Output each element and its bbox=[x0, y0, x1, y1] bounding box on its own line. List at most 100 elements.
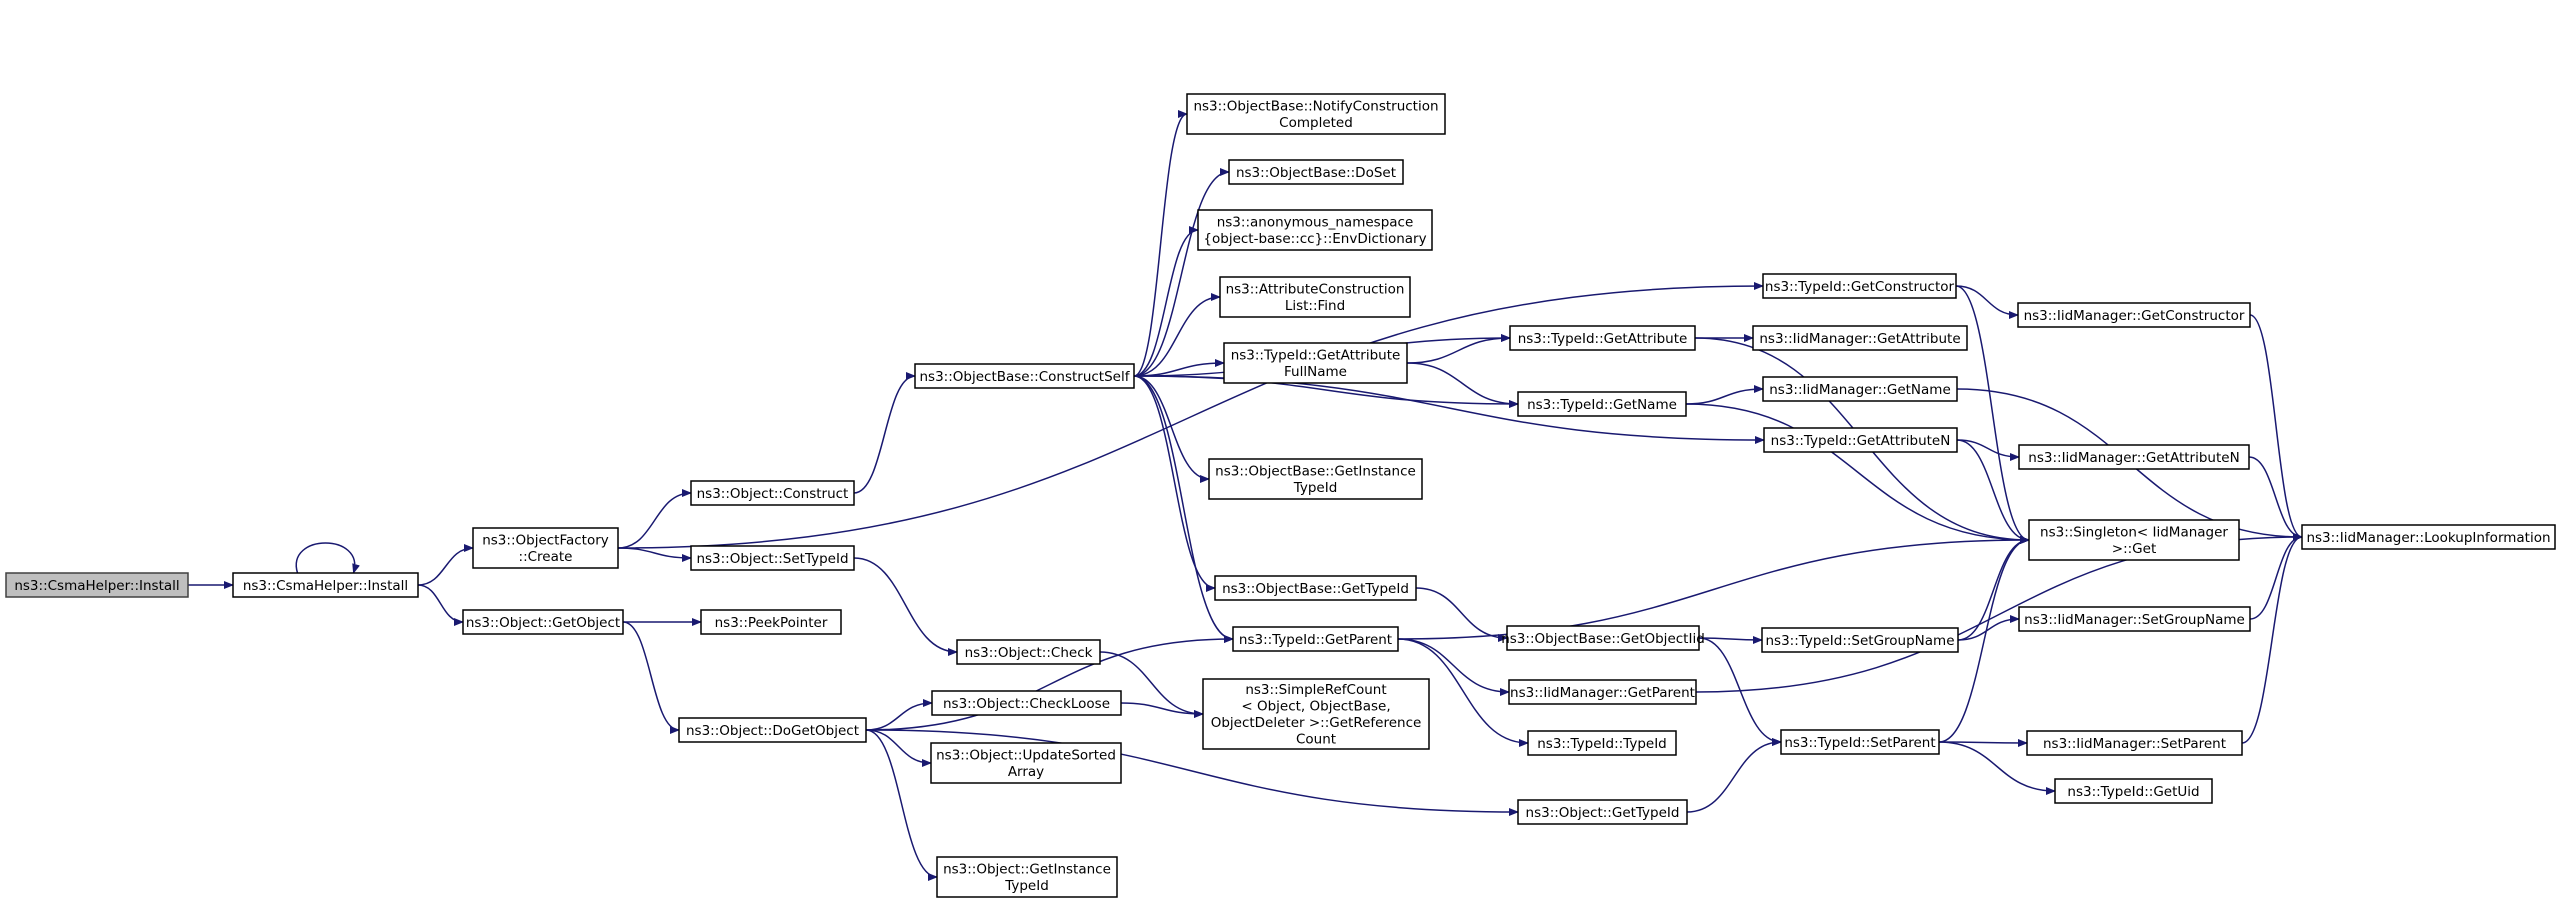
edge-obj_gettypeid-to-tid_setparent bbox=[1686, 738, 1782, 813]
node-tid-getname[interactable]: ns3::TypeId::GetName bbox=[1517, 391, 1687, 417]
node-box bbox=[1186, 93, 1446, 135]
node-tid-typeid[interactable]: ns3::TypeId::TypeId bbox=[1527, 730, 1677, 756]
node-box bbox=[232, 572, 419, 598]
edge-ob_constructself-to-tid_getparent bbox=[1133, 375, 1234, 643]
node-label: ns3::IidManager::SetParent bbox=[2043, 736, 2226, 752]
node-tid-getattribute[interactable]: ns3::TypeId::GetAttribute bbox=[1509, 325, 1696, 351]
node-obj-check[interactable]: ns3::Object::Check bbox=[956, 639, 1101, 665]
node-iid-setgroupname[interactable]: ns3::IidManager::SetGroupName bbox=[2018, 606, 2251, 632]
node-singleton-get[interactable]: ns3::Singleton< IidManager>::Get bbox=[2028, 519, 2240, 561]
node-label: ns3::Object::GetTypeId bbox=[1526, 805, 1680, 821]
node-label: ns3::TypeId::GetParent bbox=[1239, 632, 1392, 648]
node-box bbox=[1228, 159, 1404, 185]
node-box bbox=[5, 572, 189, 598]
node-label: ns3::IidManager::GetAttributeN bbox=[2028, 450, 2239, 466]
node-iid-lookup[interactable]: ns3::IidManager::LookupInformation bbox=[2301, 524, 2556, 550]
edge-obj_construct-to-ob_constructself bbox=[853, 372, 916, 494]
edge-ob_constructself-to-ob_doset bbox=[1133, 168, 1230, 377]
node-peekpointer[interactable]: ns3::PeekPointer bbox=[700, 609, 842, 635]
node-obj-getobject[interactable]: ns3::Object::GetObject bbox=[462, 609, 624, 635]
node-box bbox=[690, 480, 855, 506]
node-label: ns3::IidManager::LookupInformation bbox=[2306, 530, 2550, 546]
node-tid-getuid[interactable]: ns3::TypeId::GetUid bbox=[2054, 778, 2213, 804]
edge-obj_checkloose-to-srefcount bbox=[1120, 702, 1204, 718]
node-label: Array bbox=[1008, 764, 1044, 780]
edge-tid_setparent-to-singleton_get bbox=[1938, 536, 2030, 743]
node-box bbox=[1208, 458, 1423, 500]
node-obj-checkloose[interactable]: ns3::Object::CheckLoose bbox=[931, 690, 1122, 716]
node-srefcount[interactable]: ns3::SimpleRefCount< Object, ObjectBase,… bbox=[1202, 678, 1430, 750]
edge-ob_gettypeid-to-ob_getobjectiid bbox=[1415, 587, 1508, 642]
node-label: ::Create bbox=[519, 549, 573, 565]
node-ob-gettypeid[interactable]: ns3::ObjectBase::GetTypeId bbox=[1214, 575, 1417, 601]
node-label: ns3::Object::Check bbox=[965, 645, 1093, 661]
node-tid-getparent[interactable]: ns3::TypeId::GetParent bbox=[1232, 626, 1399, 652]
node-iid-getattribute[interactable]: ns3::IidManager::GetAttribute bbox=[1752, 325, 1968, 351]
edge-ob_getobjectiid-to-tid_setgroupname bbox=[1698, 635, 1763, 644]
node-label: ns3::ObjectBase::GetObjectIid bbox=[1501, 631, 1705, 647]
node-label: ns3::ObjectFactory bbox=[482, 533, 609, 549]
node-label: ObjectDeleter >::GetReference bbox=[1211, 715, 1422, 731]
edge-csma_install-to-obj_getobject bbox=[417, 584, 464, 626]
node-iid-setparent[interactable]: ns3::IidManager::SetParent bbox=[2026, 730, 2243, 756]
node-box bbox=[1780, 729, 1940, 755]
edge-iid_setgroupname-to-iid_lookup bbox=[2249, 533, 2303, 620]
node-tid-getconstructor[interactable]: ns3::TypeId::GetConstructor bbox=[1762, 273, 1957, 299]
node-iid-getattributen[interactable]: ns3::IidManager::GetAttributeN bbox=[2018, 444, 2250, 470]
node-label: FullName bbox=[1284, 364, 1347, 380]
node-label: >::Get bbox=[2112, 541, 2156, 557]
node-obj-construct[interactable]: ns3::Object::Construct bbox=[690, 480, 855, 506]
edge-obj_dogetobject-to-obj_checkloose bbox=[865, 699, 933, 731]
node-box bbox=[1517, 799, 1688, 825]
node-ob-doset[interactable]: ns3::ObjectBase::DoSet bbox=[1228, 159, 1404, 185]
node-label: < Object, ObjectBase, bbox=[1241, 699, 1390, 715]
node-iid-getname[interactable]: ns3::IidManager::GetName bbox=[1762, 376, 1958, 402]
edge-obj_dogetobject-to-obj_gettypeid bbox=[865, 729, 1519, 816]
edge-obj_getobject-to-obj_dogetobject bbox=[622, 621, 680, 734]
node-box bbox=[1197, 209, 1433, 251]
node-iid-getparent[interactable]: ns3::IidManager::GetParent bbox=[1508, 679, 1697, 705]
node-box bbox=[472, 527, 619, 569]
node-obj-dogetobject[interactable]: ns3::Object::DoGetObject bbox=[678, 717, 867, 743]
node-ob-getobjectiid[interactable]: ns3::ObjectBase::GetObjectIid bbox=[1501, 625, 1705, 651]
edge-tid_getparent-to-tid_typeid bbox=[1397, 638, 1529, 747]
node-label: ns3::anonymous_namespace bbox=[1217, 215, 1414, 231]
node-box bbox=[1517, 391, 1687, 417]
edge-tid_getname-to-iid_getname bbox=[1685, 385, 1764, 405]
node-box bbox=[1223, 342, 1408, 384]
node-box bbox=[1508, 679, 1697, 705]
node-box bbox=[2018, 606, 2251, 632]
node-label: ns3::TypeId::GetConstructor bbox=[1765, 279, 1955, 295]
edge-tid_getname-to-singleton_get bbox=[1685, 403, 2030, 544]
node-iid-getconstructor[interactable]: ns3::IidManager::GetConstructor bbox=[2017, 302, 2251, 328]
node-obj-settypeid[interactable]: ns3::Object::SetTypeId bbox=[690, 545, 855, 571]
edge-ob_constructself-to-acl_find bbox=[1133, 293, 1221, 377]
node-csma-root[interactable]: ns3::CsmaHelper::Install bbox=[5, 572, 189, 598]
node-label: ns3::TypeId::TypeId bbox=[1537, 736, 1667, 752]
node-label: ns3::IidManager::GetName bbox=[1769, 382, 1951, 398]
node-box bbox=[690, 545, 855, 571]
node-label: ns3::Singleton< IidManager bbox=[2040, 525, 2228, 541]
edge-tid_setgroupname-to-iid_setgroupname bbox=[1957, 615, 2020, 641]
node-tid-setparent[interactable]: ns3::TypeId::SetParent bbox=[1780, 729, 1940, 755]
node-tid-setgroupname[interactable]: ns3::TypeId::SetGroupName bbox=[1761, 627, 1959, 653]
node-csma-install[interactable]: ns3::CsmaHelper::Install bbox=[232, 572, 419, 598]
node-box bbox=[462, 609, 624, 635]
node-ob-constructself[interactable]: ns3::ObjectBase::ConstructSelf bbox=[914, 363, 1135, 389]
node-anon-envdict[interactable]: ns3::anonymous_namespace{object-base::cc… bbox=[1197, 209, 1433, 251]
node-of-create[interactable]: ns3::ObjectFactory::Create bbox=[472, 527, 619, 569]
node-ob-notify[interactable]: ns3::ObjectBase::NotifyConstructionCompl… bbox=[1186, 93, 1446, 135]
edge-of_create-to-tid_getconstructor bbox=[617, 282, 1764, 549]
edge-tid_getconstructor-to-iid_getconstructor bbox=[1955, 285, 2019, 319]
node-tid-getattributen[interactable]: ns3::TypeId::GetAttributeN bbox=[1763, 427, 1958, 453]
edge-ob_getobjectiid-to-tid_setparent bbox=[1698, 637, 1782, 746]
node-label: ns3::TypeId::GetUid bbox=[2067, 784, 2199, 800]
node-label: ns3::IidManager::GetAttribute bbox=[1759, 331, 1960, 347]
node-obj-gettypeid[interactable]: ns3::Object::GetTypeId bbox=[1517, 799, 1688, 825]
node-label: ns3::IidManager::GetParent bbox=[1510, 685, 1695, 701]
